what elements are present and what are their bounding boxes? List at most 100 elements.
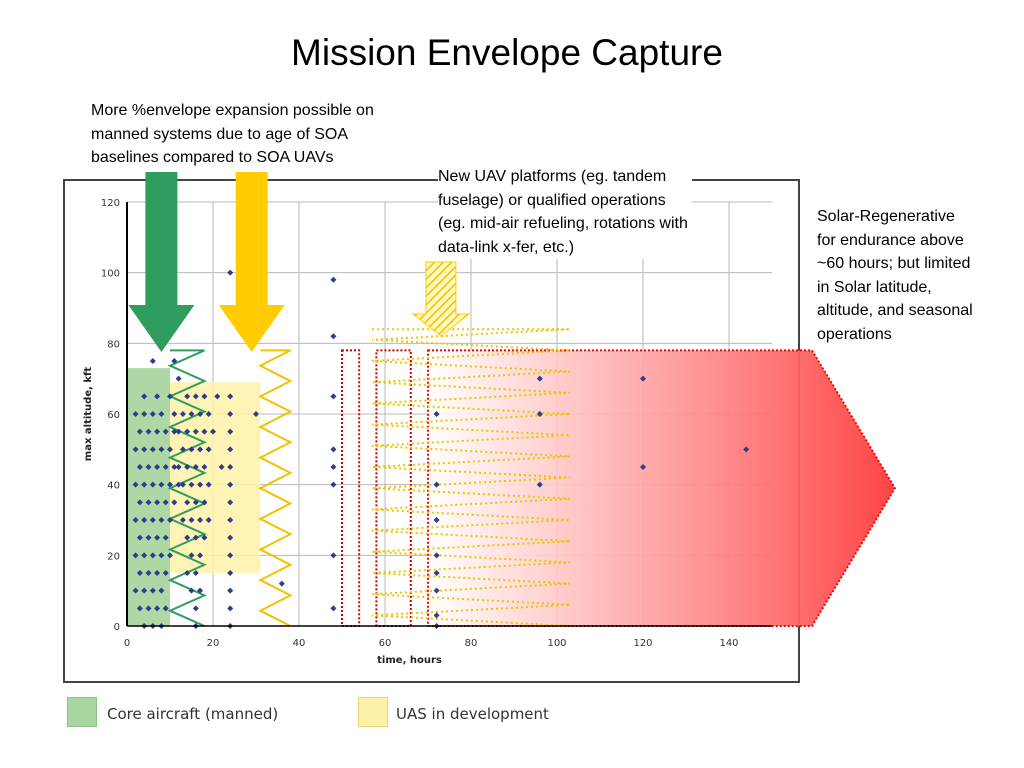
manned-expansion-arrow <box>128 172 195 352</box>
data-point <box>162 464 169 470</box>
data-point <box>192 534 199 541</box>
legend-label: UAS in development <box>396 705 549 723</box>
data-point <box>192 428 199 435</box>
data-point <box>136 534 143 541</box>
data-point <box>192 499 199 506</box>
callout-new-uav-platforms: New UAV platforms (eg. tandem fuselage) … <box>438 165 692 259</box>
data-point <box>167 393 173 400</box>
data-point <box>184 393 191 400</box>
y-tick-label: 120 <box>101 198 120 209</box>
data-point <box>330 393 337 400</box>
data-point <box>214 393 221 400</box>
data-point <box>210 428 216 435</box>
data-point <box>167 552 173 559</box>
data-point <box>227 464 234 470</box>
data-point <box>188 587 195 594</box>
data-point <box>141 446 148 453</box>
callout-line: data-link x-fer, etc.) <box>438 238 575 256</box>
data-point <box>205 446 212 453</box>
callout-line: operations <box>817 325 892 343</box>
core-aircraft-region <box>127 368 170 626</box>
data-point <box>330 552 337 559</box>
data-point <box>149 587 156 594</box>
data-point <box>141 411 148 417</box>
data-point <box>433 570 440 576</box>
data-point <box>227 517 234 523</box>
data-point <box>205 517 212 523</box>
data-point <box>132 552 139 559</box>
data-point <box>184 428 191 435</box>
data-point <box>149 358 156 364</box>
y-tick-label: 60 <box>107 410 120 421</box>
data-point <box>433 411 440 417</box>
data-point <box>184 570 191 576</box>
data-point <box>227 587 234 594</box>
callout-line: fuselage) or qualified operations <box>438 191 666 209</box>
data-point <box>433 587 440 594</box>
zigzag-envelope <box>167 349 207 627</box>
data-point <box>192 464 199 470</box>
data-point <box>162 428 169 435</box>
data-point <box>197 481 204 488</box>
data-point <box>330 481 337 488</box>
data-point <box>536 481 543 488</box>
data-point <box>227 411 234 417</box>
data-point <box>175 481 182 488</box>
data-point <box>433 612 440 619</box>
data-point <box>227 446 234 453</box>
data-point <box>536 375 543 382</box>
data-point <box>158 481 165 488</box>
x-tick-label: 40 <box>293 638 306 649</box>
data-point <box>201 499 208 506</box>
data-point <box>162 499 169 506</box>
data-point <box>171 428 178 435</box>
y-tick-label: 0 <box>114 622 120 633</box>
data-point <box>205 481 212 488</box>
data-point <box>158 552 165 559</box>
data-point <box>162 605 169 612</box>
data-point <box>188 481 195 488</box>
callout-line: Solar-Regenerative <box>817 208 955 225</box>
data-point <box>433 481 440 488</box>
data-point <box>149 481 156 488</box>
data-point <box>227 570 234 576</box>
callout-line: in Solar latitude, <box>817 278 932 296</box>
data-point <box>162 534 169 541</box>
callout-line: (eg. mid-air refueling, rotations with <box>438 215 688 232</box>
data-point <box>175 428 182 435</box>
data-point <box>132 411 139 417</box>
data-point <box>188 552 195 559</box>
data-point <box>136 605 143 612</box>
callout-line: New UAV platforms (eg. tandem <box>438 168 667 185</box>
data-point <box>330 446 337 453</box>
data-point <box>149 446 156 453</box>
data-point <box>197 517 204 523</box>
data-point <box>175 375 182 382</box>
data-point <box>433 552 440 559</box>
data-point <box>136 428 143 435</box>
data-point <box>141 552 148 559</box>
data-point <box>227 534 234 541</box>
data-point <box>179 411 186 417</box>
uas-expansion-arrow <box>218 172 285 352</box>
data-point <box>227 552 234 559</box>
data-point <box>149 517 156 523</box>
data-point <box>145 499 152 506</box>
data-point <box>227 605 234 612</box>
data-point <box>253 411 259 417</box>
data-point <box>192 393 199 400</box>
data-point <box>149 411 156 417</box>
y-axis-label: max altitude, kft <box>83 367 94 462</box>
data-point <box>197 411 204 417</box>
legend-swatch-uas-development <box>358 697 388 727</box>
data-point <box>158 517 165 523</box>
callout-manned-expansion: More %envelope expansion possible on man… <box>91 99 374 170</box>
x-tick-label: 20 <box>207 638 220 649</box>
data-point <box>136 464 143 470</box>
data-point <box>184 534 191 541</box>
data-point <box>145 428 152 435</box>
data-point <box>188 411 195 417</box>
data-point <box>197 552 204 559</box>
data-point <box>154 428 161 435</box>
